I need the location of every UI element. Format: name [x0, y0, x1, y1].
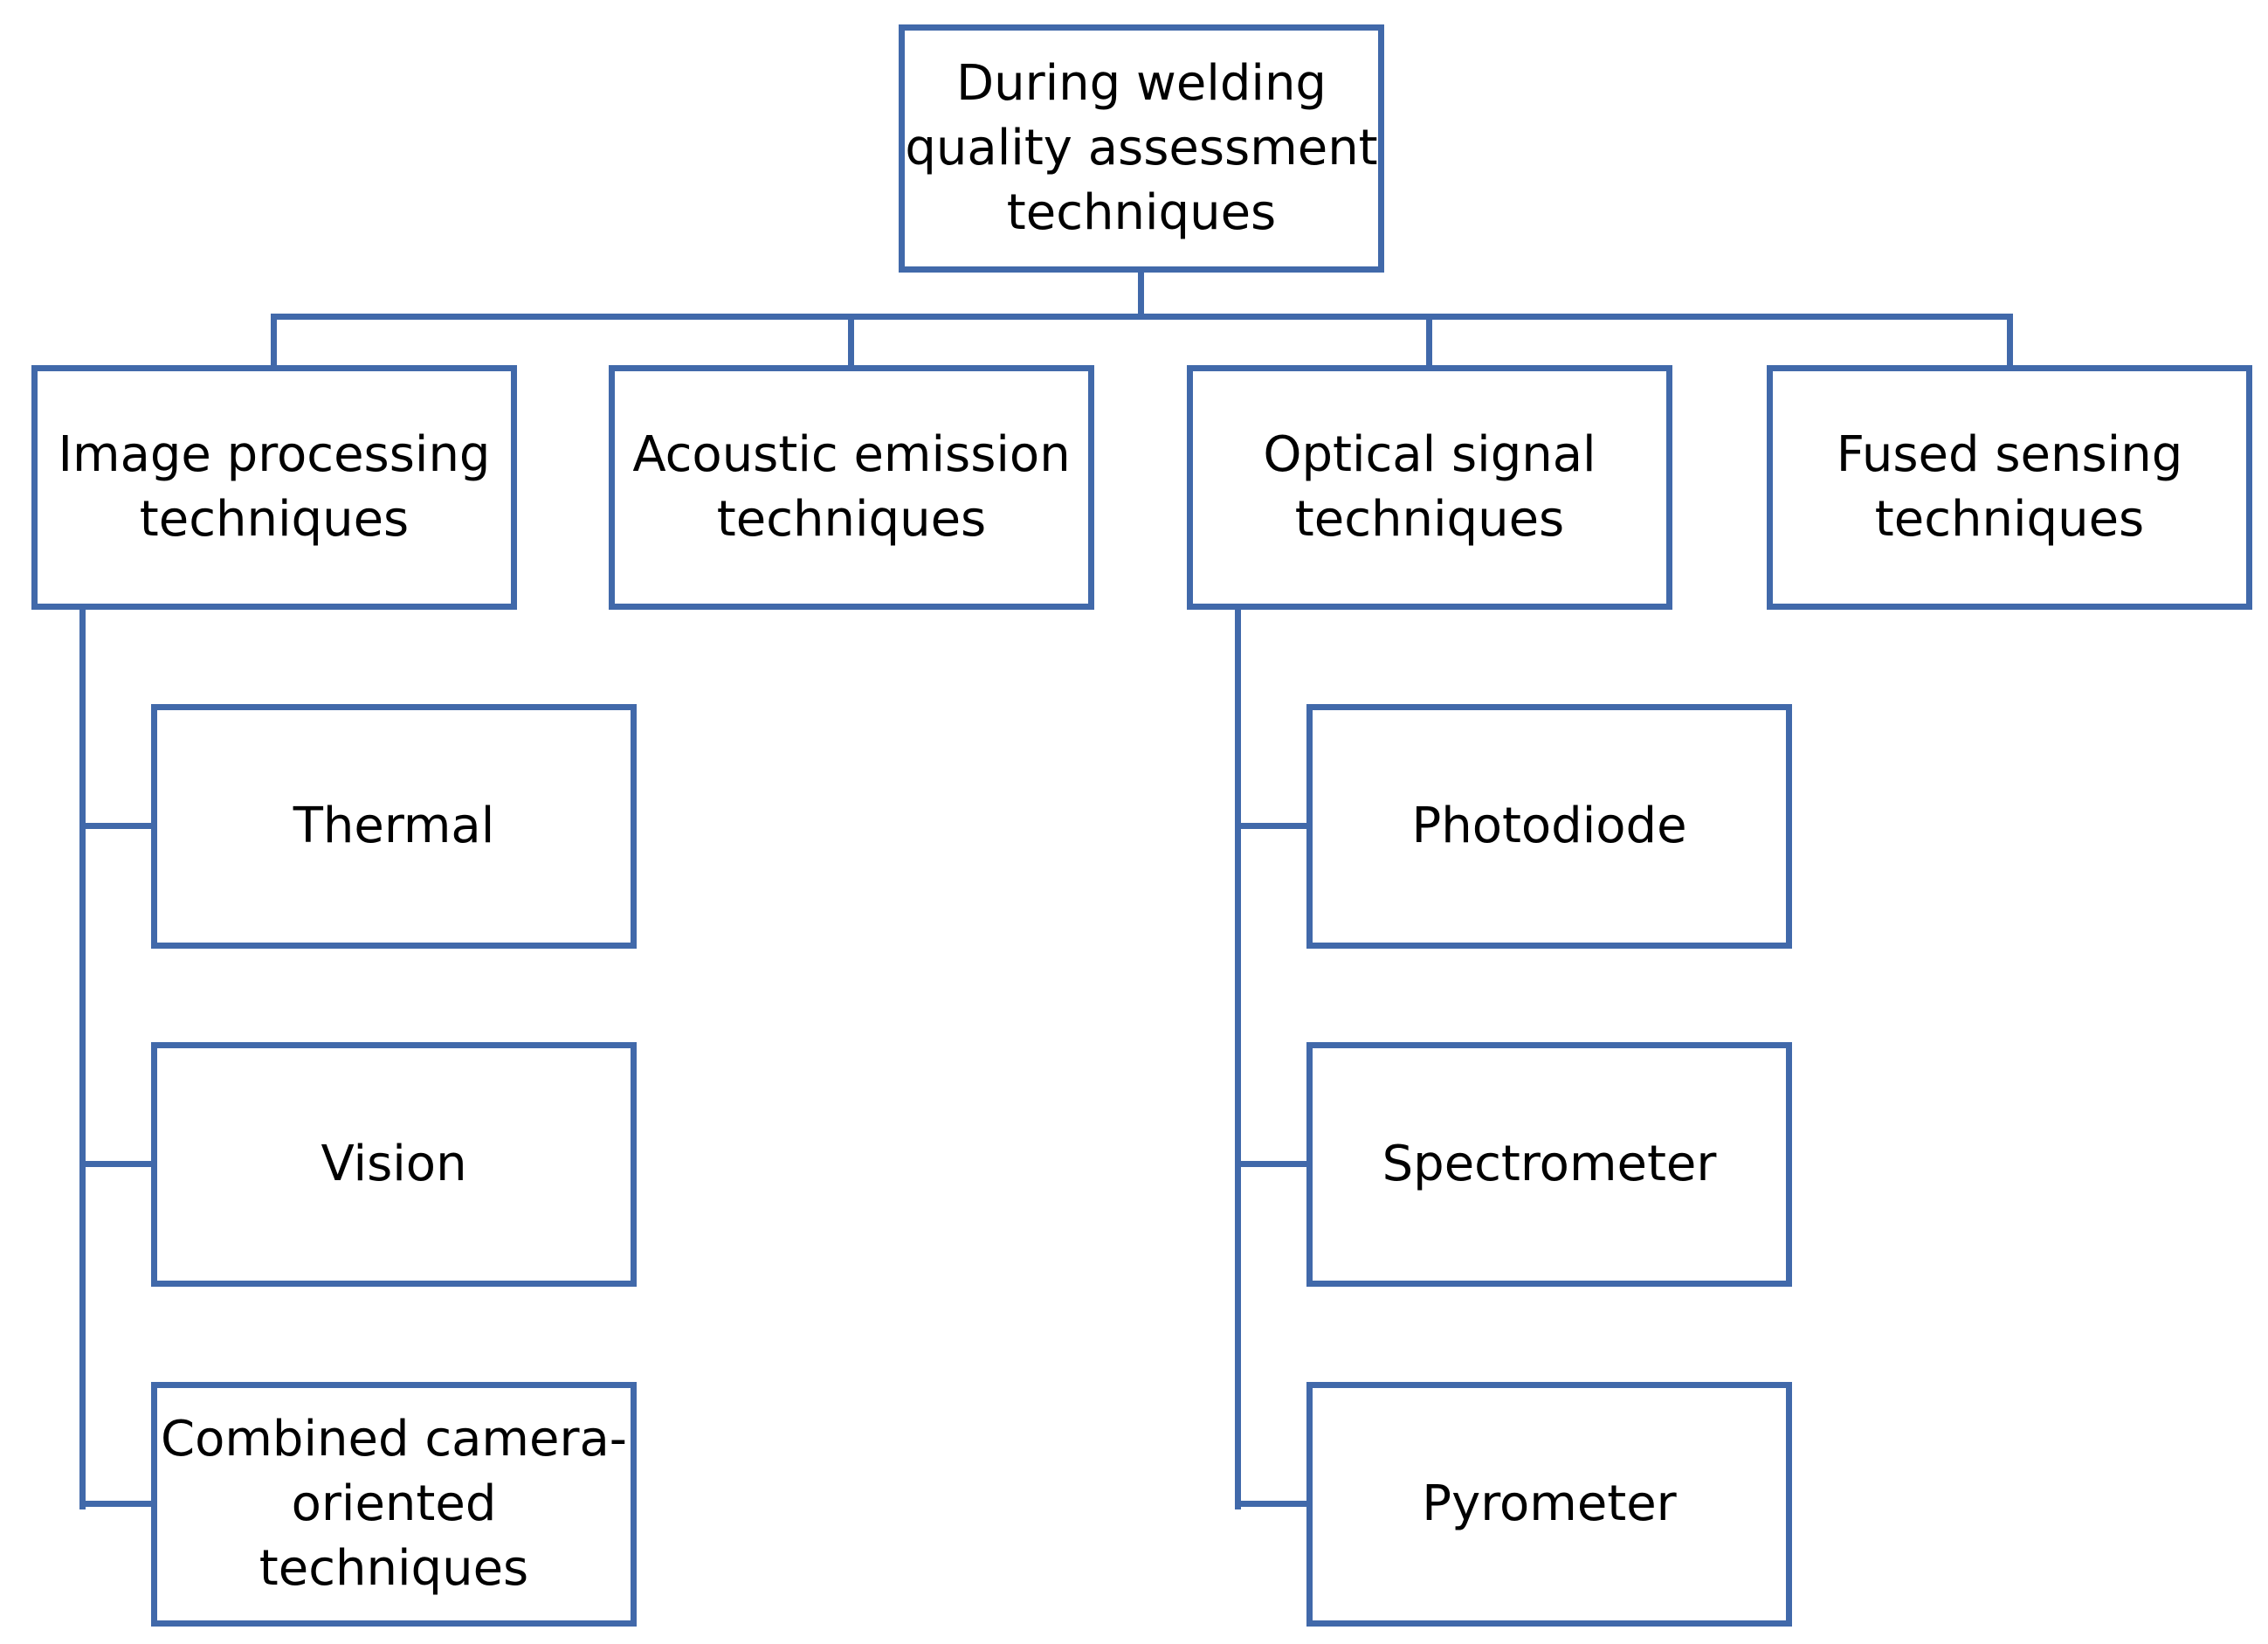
- connector-horizontal-bus: [271, 314, 2013, 320]
- connector-thermal: [79, 823, 155, 829]
- category-optical-signal: Optical signal techniques: [1187, 365, 1672, 610]
- connector-spectrometer: [1235, 1161, 1310, 1167]
- connector-root-down: [1138, 267, 1144, 317]
- leaf-photodiode: Photodiode: [1306, 704, 1792, 949]
- connector-vision: [79, 1161, 155, 1167]
- leaf-thermal: Thermal: [151, 704, 637, 949]
- connector-image-processing-spine: [79, 604, 86, 1509]
- category-fused-sensing: Fused sensing techniques: [1767, 365, 2252, 610]
- leaf-pyrometer: Pyrometer: [1306, 1382, 1792, 1627]
- connector-to-optical-signal: [1426, 314, 1432, 369]
- connector-photodiode: [1235, 823, 1310, 829]
- root-node: During welding quality assessment techni…: [899, 24, 1384, 273]
- leaf-vision: Vision: [151, 1042, 637, 1287]
- connector-to-fused-sensing: [2007, 314, 2013, 369]
- connector-optical-signal-spine: [1235, 604, 1241, 1509]
- connector-to-acoustic-emission: [848, 314, 854, 369]
- connector-pyrometer: [1235, 1501, 1310, 1507]
- leaf-spectrometer: Spectrometer: [1306, 1042, 1792, 1287]
- category-acoustic-emission: Acoustic emission techniques: [609, 365, 1094, 610]
- category-image-processing: Image processing techniques: [31, 365, 517, 610]
- leaf-combined-camera-oriented: Combined camera- oriented techniques: [151, 1382, 637, 1627]
- connector-combined-camera: [79, 1501, 155, 1507]
- connector-to-image-processing: [271, 314, 277, 369]
